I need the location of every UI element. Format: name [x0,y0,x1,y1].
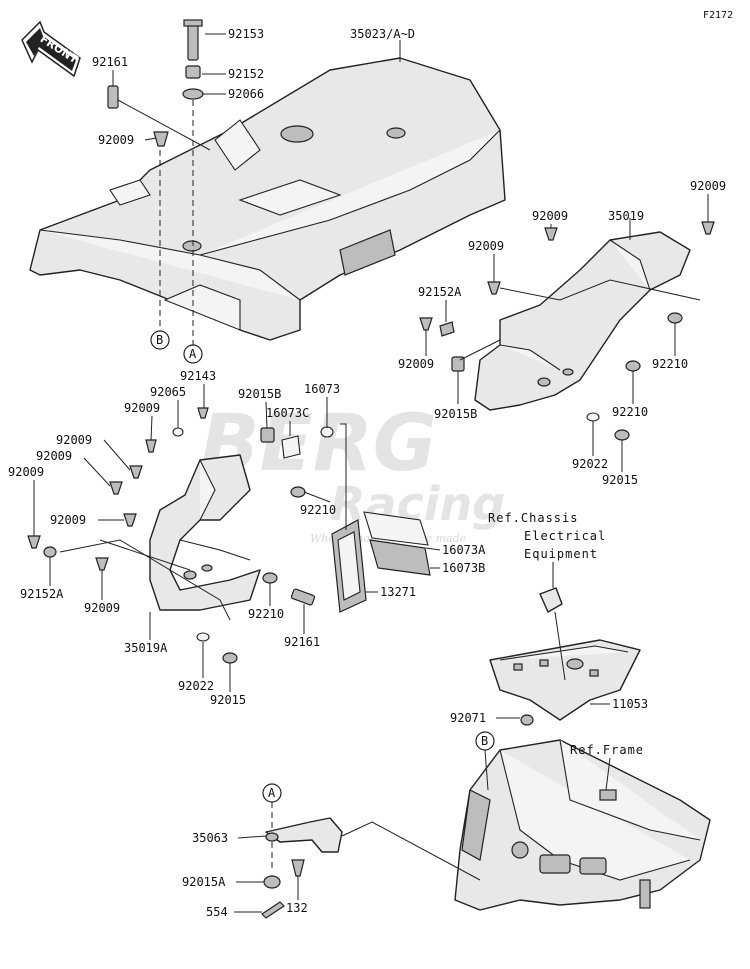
bracket-35063 [265,817,343,853]
callout-b-top: B [150,330,170,350]
label-92152: 92152 [228,67,264,81]
label-16073b: 16073B [442,561,485,575]
label-92152a-l: 92152A [20,587,64,601]
label-35019: 35019 [608,209,644,223]
label-13271: 13271 [380,585,416,599]
ref-chassis-line3: Equipment [524,547,598,561]
plate-16073a [363,511,429,546]
plate-16073b [369,539,431,576]
label-132: 132 [286,901,308,915]
clip-92161-top [107,85,119,109]
label-11053: 11053 [612,697,648,711]
label-92009-l5: 92009 [50,513,86,527]
svg-text:B: B [481,734,488,748]
label-35023-a-d: 35023/A~D [350,27,415,41]
label-92009-l6: 92009 [84,601,120,615]
label-92022-l: 92022 [178,679,214,693]
frame-section [454,739,711,911]
nut-92071 [520,714,534,726]
callout-b-frame: B [475,731,495,751]
label-16073c: 16073C [266,406,309,420]
label-35063: 35063 [192,831,228,845]
label-92015b-l: 92015B [238,387,281,401]
label-92009-l4: 92009 [8,465,44,479]
left-mudguard-35019a [149,454,261,611]
bolt-132 [291,859,305,877]
ref-chassis-line1: Ref.Chassis [488,511,578,525]
label-92009-r4: 92009 [398,357,434,371]
callout-a-bottom: A [262,783,282,803]
label-92210-r1: 92210 [652,357,688,371]
svg-text:A: A [268,786,276,800]
right-mudguard-35019 [474,231,691,411]
label-92210-c: 92210 [300,503,336,517]
label-92009-r3: 92009 [468,239,504,253]
ref-frame: Ref.Frame [570,743,644,757]
label-92066: 92066 [228,87,264,101]
label-92152a-r: 92152A [418,285,462,299]
label-92015a: 92015A [182,875,226,889]
label-92022-r: 92022 [572,457,608,471]
callout-a-top: A [183,344,203,364]
label-92009-l2: 92009 [56,433,92,447]
bolt-stack-top [107,19,204,147]
label-92015b-r: 92015B [434,407,477,421]
label-92210-r2: 92210 [612,405,648,419]
label-92153: 92153 [228,27,264,41]
ref-chassis-line2: Electrical [524,529,606,543]
label-554: 554 [206,905,228,919]
rear-fender-35023 [29,57,506,341]
label-16073: 16073 [304,382,340,396]
label-92009-l3: 92009 [36,449,72,463]
label-92009-top: 92009 [98,133,134,147]
label-35019a: 35019A [124,641,168,655]
label-92161-top: 92161 [92,55,128,69]
label-16073a: 16073A [442,543,486,557]
electrical-clamp [539,587,563,613]
screw-92009-top [153,131,169,147]
label-92071: 92071 [450,711,486,725]
cotter-pin-554 [261,901,285,919]
reflector-13271 [331,519,367,613]
svg-text:B: B [156,333,163,347]
label-92015-l: 92015 [210,693,246,707]
nut-92015a [263,875,281,889]
front-direction-arrow: FRONT [21,20,81,78]
label-92009-r1: 92009 [690,179,726,193]
label-92161-b: 92161 [284,635,320,649]
label-92009-r2: 92009 [532,209,568,223]
label-92015-r: 92015 [602,473,638,487]
svg-text:A: A [189,347,197,361]
label-92065: 92065 [150,385,186,399]
label-92143: 92143 [180,369,216,383]
figure-code: F2172 [703,10,733,21]
label-92009-l1: 92009 [124,401,160,415]
label-92210-l: 92210 [248,607,284,621]
